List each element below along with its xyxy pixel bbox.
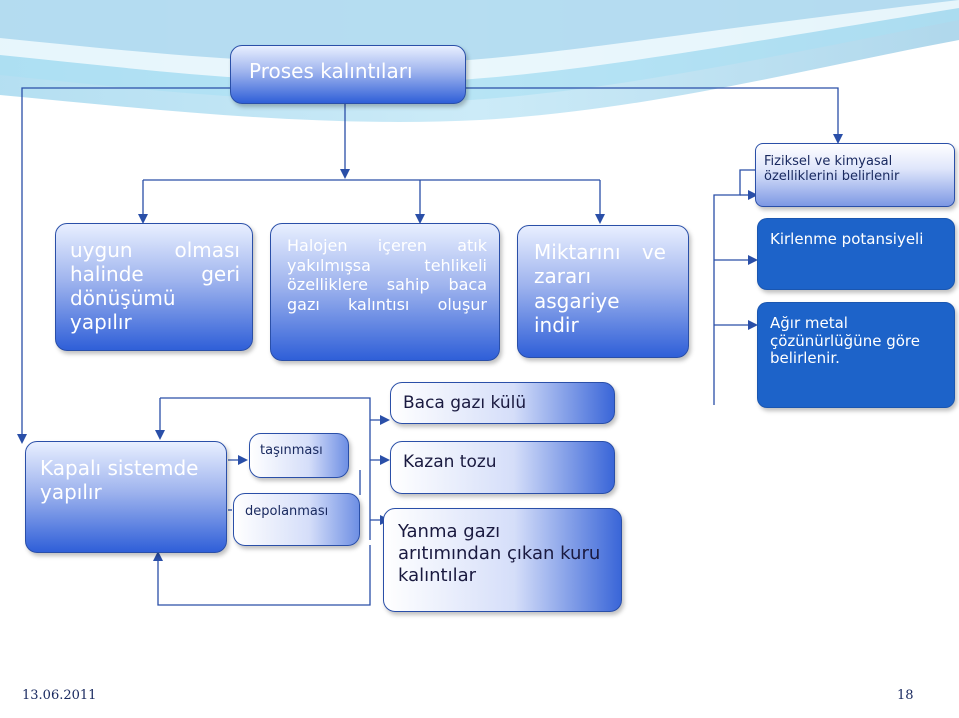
- kazan-tozu-label: Kazan tozu: [403, 452, 497, 472]
- kazan-tozu-box: Kazan tozu: [390, 441, 615, 494]
- baca-gazi-kulu-label: Baca gazı külü: [403, 393, 527, 413]
- yanma-gazi-label: Yanma gazı arıtımından çıkan kuru kalınt…: [398, 521, 601, 586]
- proses-kalintilari-box: Proses kalıntıları: [230, 45, 466, 104]
- tasinmasi-box: taşınması: [249, 433, 349, 478]
- halojen-box: Halojen içeren atık yakılmışsa tehlikeli…: [270, 223, 500, 361]
- agir-metal-label: Ağır metal çözünürlüğüne göre belirlenir…: [770, 314, 920, 368]
- miktarini-box: Miktarını ve zararı asgariye indir: [517, 225, 689, 358]
- footer-date: 13.06.2011: [22, 688, 97, 703]
- halojen-label: Halojen içeren atık yakılmışsa tehlikeli…: [287, 236, 487, 314]
- depolanmasi-label: depolanması: [245, 504, 329, 519]
- miktarini-label: Miktarını ve zararı asgariye indir: [534, 240, 666, 338]
- kirlenme-potansiyeli-label: Kirlenme potansiyeli: [770, 230, 924, 248]
- kapali-sistem-box: Kapalı sistemde yapılır: [25, 441, 227, 553]
- fiziksel-kimyasal-box: Fiziksel ve kimyasal özelliklerini belir…: [755, 143, 955, 207]
- kirlenme-potansiyeli-box: Kirlenme potansiyeli: [757, 218, 955, 290]
- footer-page-number: 18: [897, 688, 914, 703]
- header-wave-decoration: [0, 0, 959, 122]
- geri-donusum-label: uygun olması halinde geri dönüşümü yapıl…: [70, 238, 240, 334]
- fiziksel-kimyasal-label: Fiziksel ve kimyasal özelliklerini belir…: [764, 154, 900, 185]
- yanma-gazi-box: Yanma gazı arıtımından çıkan kuru kalınt…: [383, 508, 622, 612]
- kapali-sistem-label: Kapalı sistemde yapılır: [40, 456, 199, 505]
- tasinmasi-label: taşınması: [260, 443, 323, 458]
- depolanmasi-box: depolanması: [233, 493, 360, 546]
- agir-metal-box: Ağır metal çözünürlüğüne göre belirlenir…: [757, 302, 955, 408]
- baca-gazi-kulu-box: Baca gazı külü: [390, 382, 615, 424]
- geri-donusum-box: uygun olması halinde geri dönüşümü yapıl…: [55, 223, 253, 351]
- proses-kalintilari-label: Proses kalıntıları: [249, 59, 413, 83]
